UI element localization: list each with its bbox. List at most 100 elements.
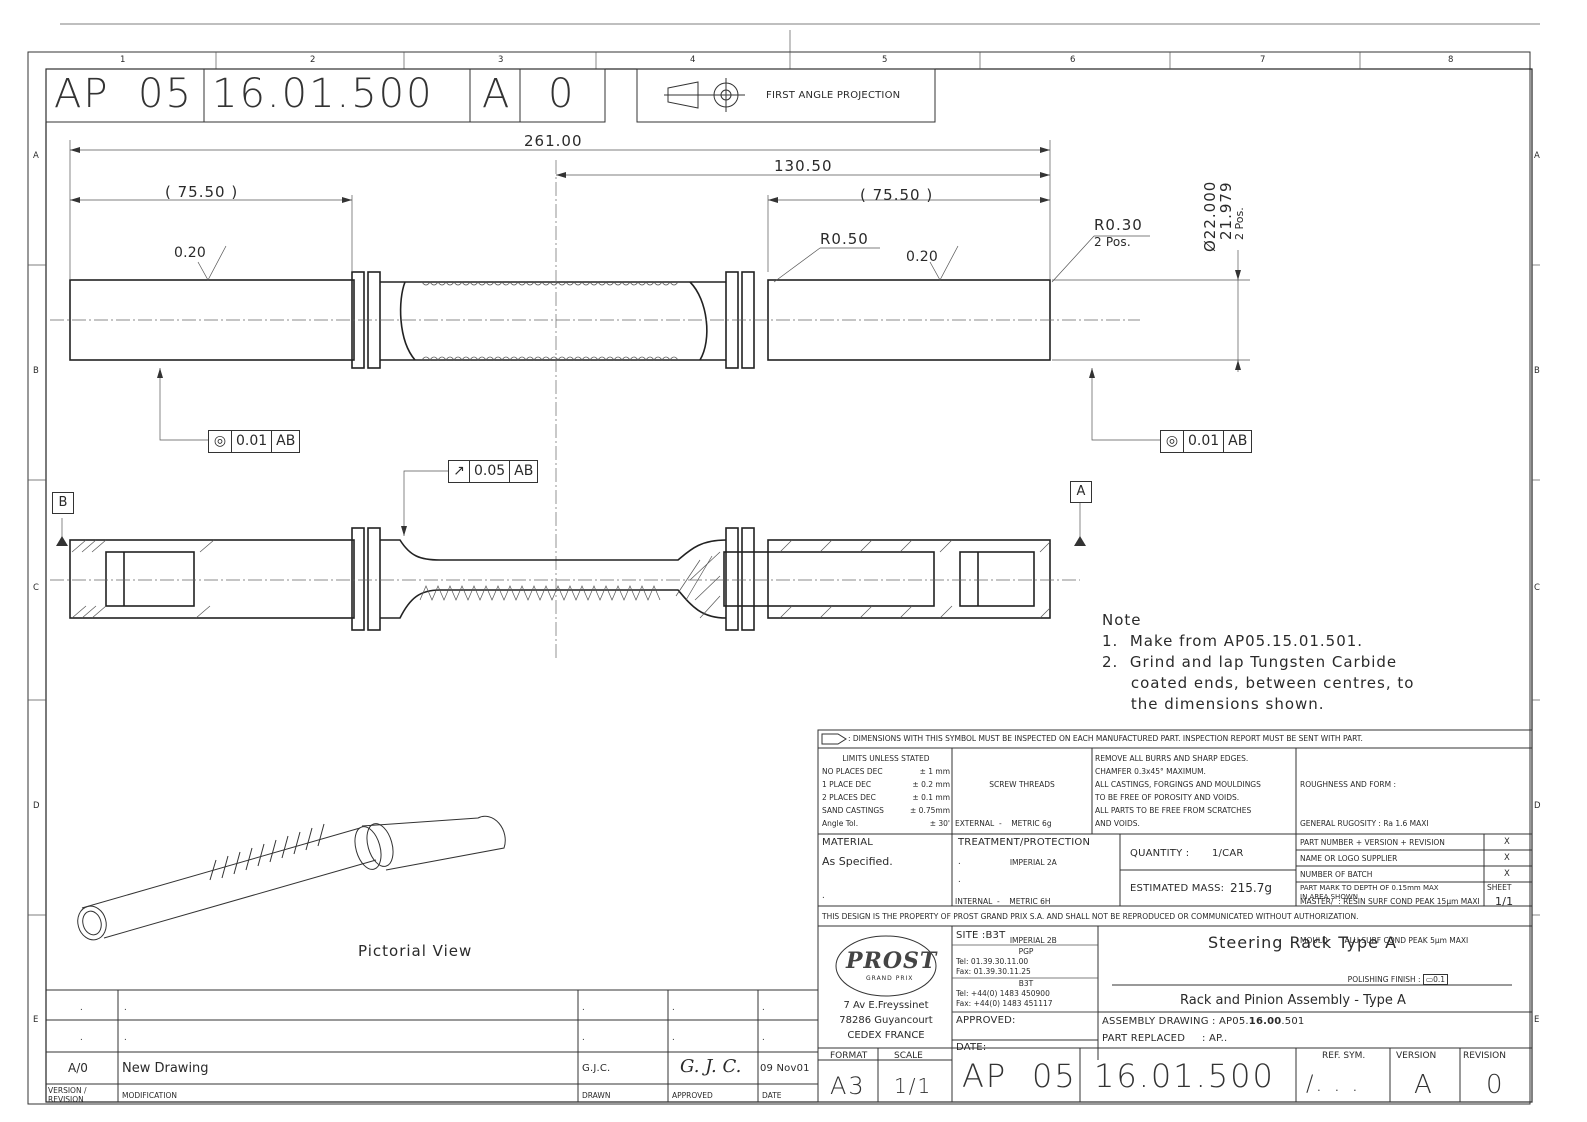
roughness-line: ROUGHNESS AND FORM : [1300,780,1397,789]
general-note: ALL CASTINGS, FORGINGS AND MOULDINGS [1095,780,1261,789]
concentricity-frame-right: ◎ 0.01 AB [1160,430,1253,453]
bottom-group: 05 [1032,1057,1077,1095]
concentricity-icon: ◎ [1161,431,1184,452]
mass-value: 215.7g [1230,881,1272,895]
dia-min: 21.979 [1217,181,1235,241]
b3t-tel: Tel: +44(0) 1483 450900 [956,989,1050,998]
zone-col-2: 2 [310,55,316,65]
format-label: FORMAT [830,1051,868,1061]
rev-dot: . [124,1003,127,1013]
roughness-line: MASTER/ : RESIN SURF COND PEAK 15µm MAXI [1300,897,1480,906]
address-line: 7 Av E.Freyssinet [843,1000,929,1011]
rev-label-drawn: DRAWN [582,1091,611,1100]
note-line: 2. Grind and lap Tungsten Carbide [1102,653,1398,671]
rev-date: 09 Nov01 [760,1063,810,1074]
general-note: CHAMFER 0.3x45° MAXIMUM. [1095,767,1206,776]
material-value: As Specified. [822,855,893,868]
rev-dot: . [582,1033,585,1043]
dim-radius-mid: R0.50 [820,230,869,248]
pgp-label: PGP [1018,947,1034,956]
rev-dot: . [80,1033,83,1043]
runout-icon: ↗ [449,461,470,482]
general-note: REMOVE ALL BURRS AND SHARP EDGES. [1095,754,1249,763]
bottom-revision: 0 [1486,1070,1505,1100]
site-label: SITE :B3T [956,930,1006,941]
site-pgp: PGP Tel: 01.39.30.11.00 Fax: 01.39.30.11… [956,947,1096,977]
rev-dot: . [762,1003,765,1013]
general-notes-block: REMOVE ALL BURRS AND SHARP EDGES. CHAMFE… [1095,752,1295,830]
rev-dot: . [672,1003,675,1013]
zone-row-c-right: C [1534,583,1541,593]
rev-label-modification: MODIFICATION [122,1091,177,1100]
sheet-label: SHEET [1487,883,1512,892]
roughness-line: GENERAL RUGOSITY : Ra 1.6 MAXI [1300,819,1429,828]
address-line: CEDEX FRANCE [847,1030,925,1041]
datum-b-box: B [52,492,74,514]
rev-dot: . [672,1033,675,1043]
sheet-value: 1/1 [1495,895,1514,908]
dim-radius-end: R0.30 [1094,216,1143,234]
quantity-label: QUANTITY : [1130,848,1190,859]
limits-value: ± 1 mm [919,767,950,776]
concentricity-icon: ◎ [209,431,232,452]
screw-row: INTERNAL - METRIC 6H [955,897,1051,906]
b3t-fax: Fax: +44(0) 1483 451117 [956,999,1053,1008]
zone-row-d-right: D [1534,801,1541,811]
header-prefix: AP [54,71,110,117]
site-b3t: B3T Tel: +44(0) 1483 450900 Fax: +44(0) … [956,979,1096,1009]
header-version: A [482,71,512,117]
roughness-line: MOULD ALU SURF COND PEAK 5µm MAXI [1300,936,1469,945]
treatment-label: TREATMENT/PROTECTION [958,837,1091,848]
roughness-block: ROUGHNESS AND FORM : GENERAL RUGOSITY : … [1300,752,1530,999]
zone-row-e-right: E [1534,1015,1540,1025]
zone-col-4: 4 [690,55,696,65]
zone-col-8: 8 [1448,55,1454,65]
marking-label: PART NUMBER + VERSION + REVISION [1300,838,1445,847]
screw-row: EXTERNAL - METRIC 6g [955,819,1052,828]
conc-right-value: 0.01 [1184,431,1225,452]
limits-value: ± 0.75mm [910,806,950,815]
marking-x: X [1504,853,1511,863]
dim-roughness-right: 0.20 [906,249,938,265]
limits-title: LIMITS UNLESS STATED [842,754,930,763]
scale-label: SCALE [894,1051,923,1061]
note-line: the dimensions shown. [1102,695,1325,713]
header-group: 05 [138,71,193,117]
ref-sym-value: /. . . [1306,1072,1361,1097]
bottom-number: 16.01.500 [1094,1057,1275,1095]
approved-label: APPROVED: [956,1015,1016,1026]
header-number: 16.01.500 [212,71,434,117]
roughness-line: POLISHING FINISH : [1300,975,1421,984]
property-note: THIS DESIGN IS THE PROPERTY OF PROST GRA… [822,912,1359,921]
datum-a-box: A [1070,481,1092,503]
assembly-tail: .501 [1281,1016,1305,1027]
dim-diameter: Ø22.000 21.979 2 Pos. [1201,162,1292,252]
rev-dot: . [124,1033,127,1043]
bottom-version: A [1414,1070,1434,1100]
rev-dot: . [762,1033,765,1043]
zone-row-e: E [33,1015,39,1025]
assembly-prefix: ASSEMBLY DRAWING : AP05. [1102,1016,1249,1027]
note-line: coated ends, between centres, to [1102,674,1415,692]
company-logo-sub: GRAND PRIX [866,975,914,982]
format-value: A3 [830,1072,866,1100]
mass-label: ESTIMATED MASS: [1130,883,1225,894]
zone-col-6: 6 [1070,55,1076,65]
conc-left-value: 0.01 [232,431,273,452]
rev-dot: . [582,1003,585,1013]
limits-value: ± 0.1 mm [912,793,950,802]
treatment-dot: . [958,857,961,867]
rev-label-version: VERSION / REVISION [48,1086,87,1104]
conc-right-datum: AB [1228,433,1248,449]
dia-note: 2 Pos. [1233,207,1246,240]
rev-modification: New Drawing [122,1061,209,1076]
address-line: 78286 Guyancourt [839,1015,933,1026]
notes-block: Note 1. Make from AP05.15.01.501. 2. Gri… [1102,610,1414,715]
part-replaced: PART REPLACED : AP.. [1102,1033,1228,1044]
material-label: MATERIAL [822,837,874,848]
general-note: ALL PARTS TO BE FREE FROM SCRATCHES [1095,806,1252,815]
projection-label: FIRST ANGLE PROJECTION [766,90,901,101]
scale-value: 1/1 [894,1074,933,1098]
quantity-value: 1/CAR [1212,848,1244,859]
